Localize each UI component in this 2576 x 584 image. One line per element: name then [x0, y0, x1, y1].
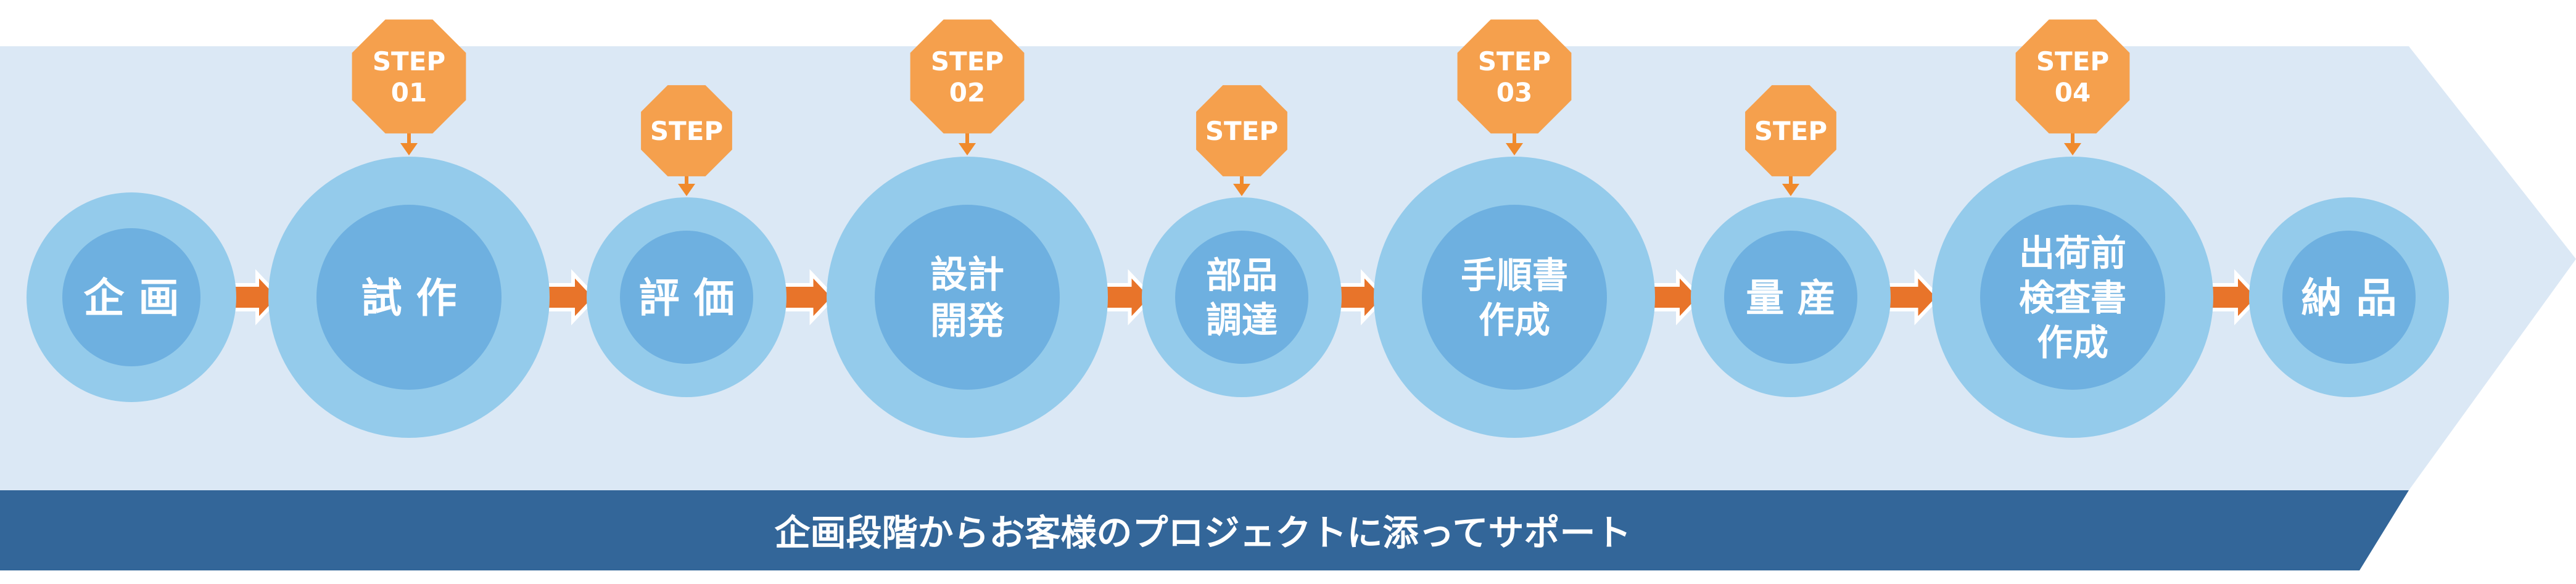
step-pointer-head: [1782, 184, 1799, 196]
step-badge-text: STEP: [1205, 116, 1278, 146]
stage-inner-circle: [2282, 231, 2416, 364]
stage-label: 設計開発: [930, 253, 1005, 343]
step-pointer-head: [2064, 143, 2081, 155]
connector-arrow: [1883, 269, 1941, 326]
step-badge-text: STEP: [1754, 116, 1827, 146]
stage-label: 企 画: [84, 274, 180, 322]
stage-inner-circle: [1422, 205, 1607, 390]
stage-node: 部品調達 STEP: [1142, 85, 1342, 397]
stage-label: 手順書作成: [1461, 255, 1568, 342]
banner-bar: [0, 490, 2409, 570]
step-pointer-head: [400, 143, 418, 155]
step-badge-octagon: [352, 19, 466, 134]
step-badge: STEP: [641, 85, 732, 196]
stage-label: 部品調達: [1206, 255, 1278, 342]
stage-inner-circle: [316, 205, 502, 390]
step-pointer-head: [1233, 184, 1250, 196]
stage-node: 評 価 STEP: [587, 85, 786, 397]
step-badge: STEP: [1745, 85, 1836, 196]
step-badge-octagon: [1457, 19, 1572, 134]
stage-node: 企 画: [27, 192, 236, 402]
stage-inner-circle: [62, 228, 200, 366]
banner-text: 企画段階からお客様のプロジェクトに添ってサポート: [774, 512, 1631, 554]
stage-node: 納 品: [2249, 197, 2449, 397]
stage-inner-circle: [620, 231, 753, 364]
stage-label: 試 作: [361, 274, 457, 322]
stage-label: 出荷前検査書作成: [2019, 232, 2126, 363]
stage-inner-circle: [1175, 231, 1308, 364]
stage-label: 量 産: [1746, 275, 1836, 320]
connector-arrow: [778, 269, 836, 326]
step-badge-text: STEP: [650, 116, 723, 146]
step-pointer-head: [959, 143, 976, 155]
step-pointer-head: [678, 184, 695, 196]
step-badge: STEP: [1196, 85, 1287, 196]
stage-label: 評 価: [639, 274, 735, 322]
stage-inner-circle: [1980, 205, 2165, 390]
step-badge-octagon: [1196, 85, 1287, 176]
stage-inner-circle: [1724, 231, 1857, 364]
step-badge-octagon: [910, 19, 1025, 134]
stage-inner-circle: [875, 205, 1060, 390]
step-pointer-head: [1506, 143, 1523, 155]
step-badge-octagon: [2015, 19, 2130, 134]
step-badge-octagon: [641, 85, 732, 176]
stage-node: 量 産 STEP: [1691, 85, 1891, 397]
step-badge-octagon: [1745, 85, 1836, 176]
stage-label: 納 品: [2301, 274, 2397, 322]
